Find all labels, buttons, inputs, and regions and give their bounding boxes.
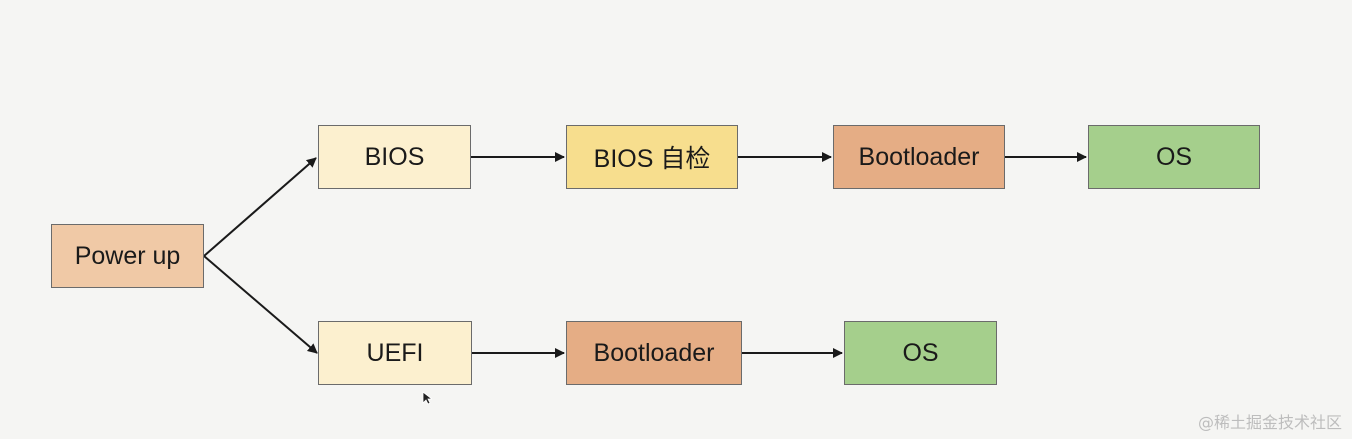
mouse-pointer-icon: [422, 391, 432, 405]
node-bios-post-label: BIOS 自检: [593, 145, 711, 173]
node-bootloader-bios-label: Bootloader: [858, 142, 980, 171]
node-os-bios: OS: [1088, 125, 1260, 189]
edge-powerup-bios: [203, 157, 317, 257]
node-bootloader-uefi: Bootloader: [566, 321, 742, 385]
node-power-up: Power up: [51, 224, 204, 288]
node-power-up-label: Power up: [74, 241, 181, 270]
node-bios: BIOS: [318, 125, 471, 189]
node-os-uefi-label: OS: [902, 338, 939, 367]
node-bios-post: BIOS 自检: [566, 125, 738, 189]
node-bootloader-uefi-label: Bootloader: [593, 338, 715, 367]
node-uefi: UEFI: [318, 321, 472, 385]
node-os-uefi: OS: [844, 321, 997, 385]
node-bios-label: BIOS: [364, 142, 425, 171]
node-bootloader-bios: Bootloader: [833, 125, 1005, 189]
node-uefi-label: UEFI: [366, 338, 424, 367]
node-os-bios-label: OS: [1155, 142, 1193, 171]
edge-powerup-uefi: [203, 255, 318, 354]
watermark-text: @稀土掘金技术社区: [1197, 413, 1342, 432]
